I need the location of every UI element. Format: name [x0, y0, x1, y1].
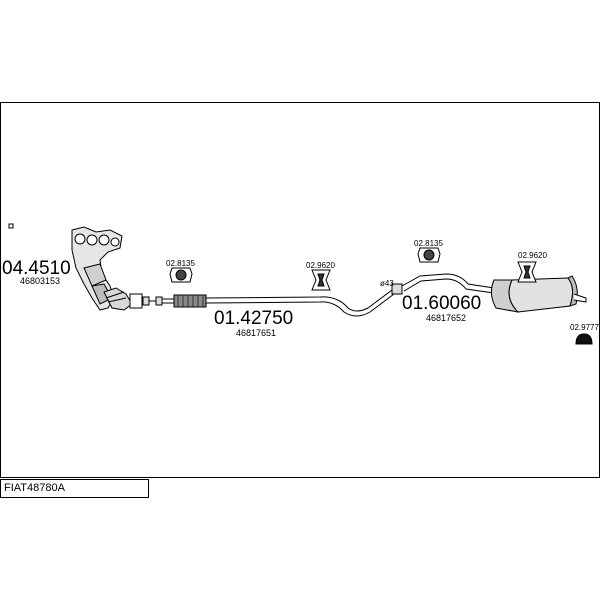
front-flange-drawing	[129, 293, 163, 309]
front-pipe-drawing	[162, 289, 395, 317]
marker-square-icon	[8, 223, 14, 229]
mount-02-9620-a-icon	[311, 269, 331, 291]
mount-02-8135-b-icon	[417, 247, 441, 263]
rear-silencer-drawing	[391, 273, 587, 313]
mount-02-9620-b-icon	[517, 261, 537, 283]
part-code-label: 02.8135	[414, 239, 443, 248]
exhaust-diagram: 04.4510 46803153 02.8135 02.9620 01.4275…	[0, 102, 600, 478]
kit-code-box: FIAT48780A	[0, 479, 149, 498]
exhaust-diagram-frame: 04.4510 46803153 02.8135 02.9620 01.4275…	[0, 102, 600, 478]
part-code-label: 02.9620	[306, 261, 335, 270]
oe-reference-label: 46803153	[20, 276, 60, 286]
oe-reference-label: 46817652	[426, 313, 466, 323]
part-code-label: 02.9777	[570, 323, 599, 332]
part-code-label: 02.8135	[166, 259, 195, 268]
pipe-diameter-label: ø43	[380, 279, 394, 288]
part-code-label: 02.9620	[518, 251, 547, 260]
manifold-catalyst-drawing	[71, 226, 133, 311]
mount-02-8135-a-icon	[169, 267, 193, 283]
mount-02-9777-icon	[575, 333, 593, 345]
part-code-label: 01.60060	[402, 293, 481, 314]
part-code-label: 04.4510	[2, 258, 71, 279]
part-code-label: 01.42750	[214, 308, 293, 329]
oe-reference-label: 46817651	[236, 328, 276, 338]
kit-code-label: FIAT48780A	[4, 482, 65, 494]
